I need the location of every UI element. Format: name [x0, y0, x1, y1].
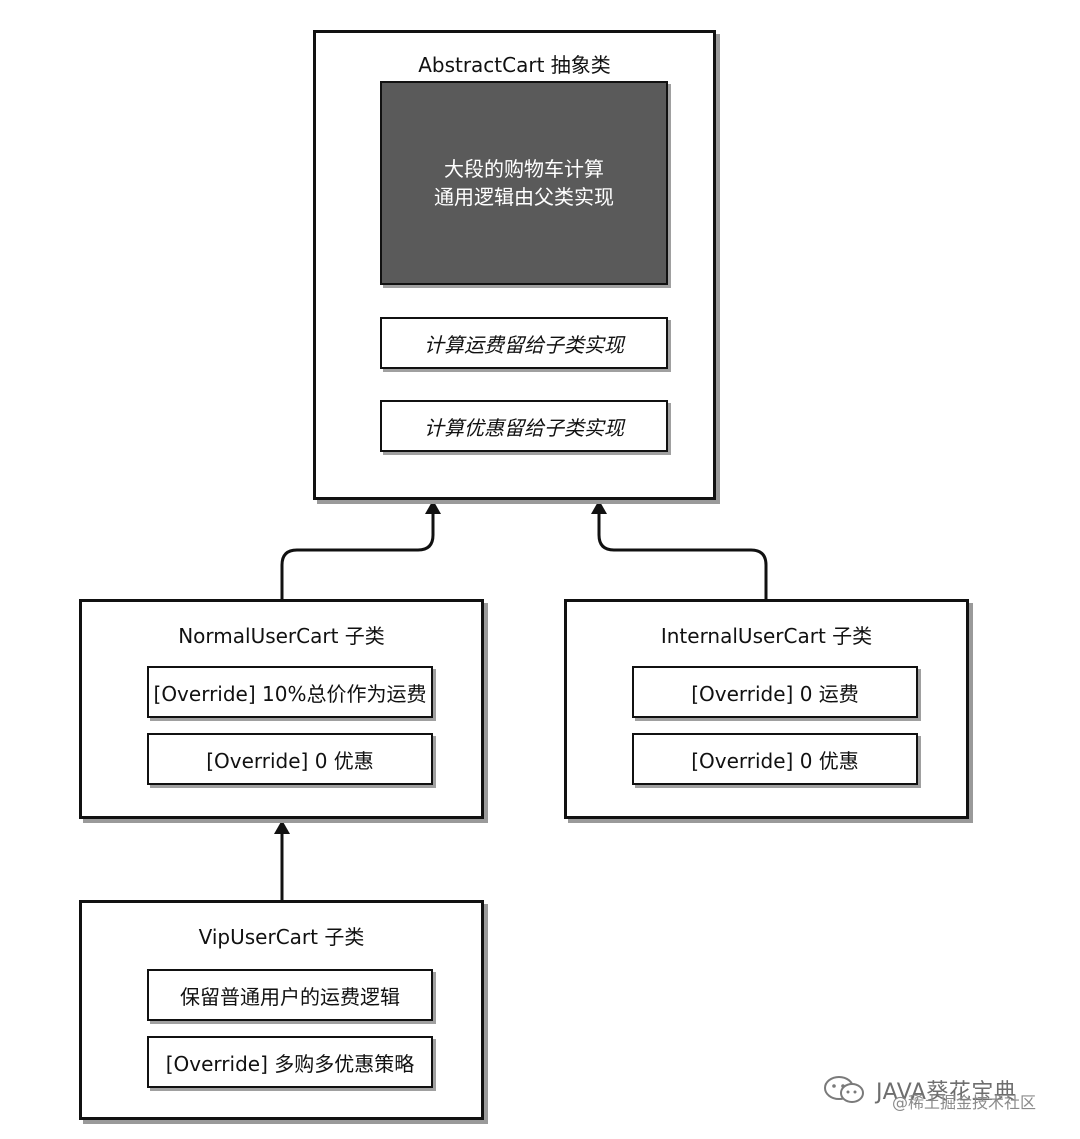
abstract-cart-discount-method: 计算优惠留给子类实现	[380, 400, 668, 452]
internal-to-abstract-arrow	[597, 512, 768, 600]
abstract-cart-core-logic: 大段的购物车计算 通用逻辑由父类实现	[380, 81, 668, 285]
vip-user-cart-shipping-method: 保留普通用户的运费逻辑	[147, 969, 433, 1021]
wechat-icon	[822, 1074, 868, 1112]
watermark: JAVA葵花宝典 @稀土掘金技术社区	[822, 1072, 1062, 1112]
internal-user-cart-discount-method: [Override] 0 优惠	[632, 733, 918, 785]
vip-user-cart-class: VipUserCart 子类 保留普通用户的运费逻辑 [Override] 多购…	[79, 900, 484, 1120]
internal-user-cart-shipping-method: [Override] 0 运费	[632, 666, 918, 718]
core-logic-line-1: 大段的购物车计算	[444, 157, 604, 181]
vip-user-cart-discount-method: [Override] 多购多优惠策略	[147, 1036, 433, 1088]
internal-to-abstract-arrowhead	[591, 500, 607, 514]
abstract-cart-shipping-method: 计算运费留给子类实现	[380, 317, 668, 369]
watermark-title: JAVA葵花宝典	[876, 1080, 1017, 1105]
normal-user-cart-title: NormalUserCart 子类	[178, 624, 385, 648]
core-logic-line-2: 通用逻辑由父类实现	[434, 185, 614, 209]
normal-user-cart-class: NormalUserCart 子类 [Override] 10%总价作为运费 […	[79, 599, 484, 819]
internal-user-cart-title: InternalUserCart 子类	[660, 624, 873, 648]
internal-user-cart-class: InternalUserCart 子类 [Override] 0 运费 [Ove…	[564, 599, 969, 819]
normal-user-cart-discount-method: [Override] 0 优惠	[147, 733, 433, 785]
normal-user-cart-shipping-method: [Override] 10%总价作为运费	[147, 666, 433, 718]
vip-user-cart-title: VipUserCart 子类	[198, 925, 365, 949]
vip-to-normal-arrowhead	[274, 820, 290, 834]
abstract-cart-class: AbstractCart 抽象类 大段的购物车计算 通用逻辑由父类实现 计算运费…	[313, 30, 716, 500]
normal-to-abstract-arrowhead	[425, 500, 441, 514]
watermark-subtitle: @稀土掘金技术社区	[892, 1093, 1037, 1112]
abstract-cart-title: AbstractCart 抽象类	[418, 53, 611, 77]
normal-to-abstract-arrow	[280, 512, 435, 600]
